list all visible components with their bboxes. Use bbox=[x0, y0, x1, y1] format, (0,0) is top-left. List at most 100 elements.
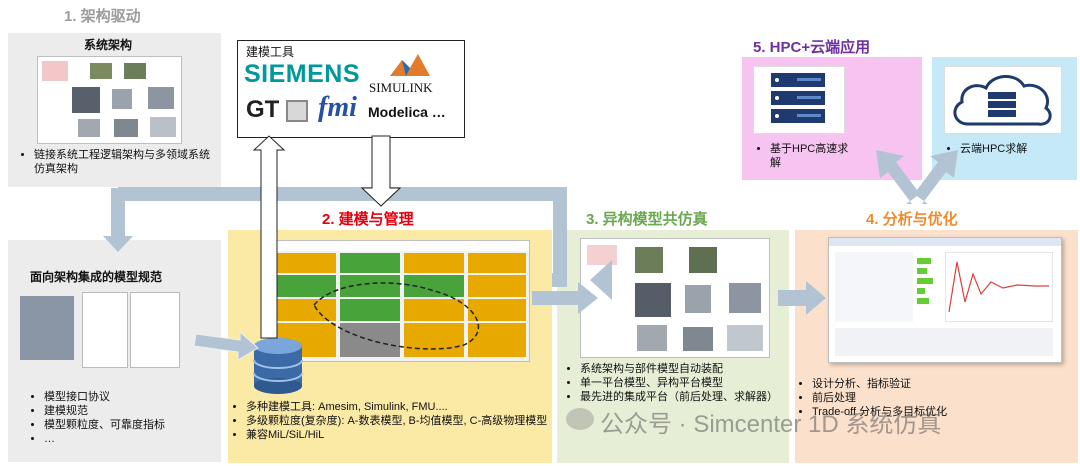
model-tile bbox=[404, 275, 464, 297]
arrow-to-cloud bbox=[914, 150, 958, 204]
model-spec-title: 面向架构集成的模型规范 bbox=[30, 270, 163, 284]
cloud-bullets: 云端HPC求解 bbox=[946, 142, 1071, 156]
model-tile bbox=[404, 253, 464, 273]
model-tile bbox=[468, 299, 526, 321]
bullet-item: 多种建模工具: Amesim, Simulink, FMU.... bbox=[246, 400, 548, 414]
gt-square-icon bbox=[286, 100, 308, 122]
analysis-window-image bbox=[828, 237, 1062, 363]
arch-block bbox=[42, 61, 68, 81]
cloud-icon bbox=[953, 75, 1052, 126]
section1-title: 1. 架构驱动 bbox=[64, 8, 141, 25]
system-arch-title: 系统架构 bbox=[84, 38, 133, 52]
hpc-bullets: 基于HPC高速求解 bbox=[756, 142, 856, 170]
bullet-item: 模型颗粒度、可靠度指标 bbox=[44, 418, 215, 432]
model-spec-image bbox=[20, 290, 180, 370]
model-tile bbox=[468, 275, 526, 297]
arrow-to-hpc bbox=[876, 150, 920, 204]
arch-block bbox=[114, 119, 138, 137]
arrow-tools-to-lib bbox=[360, 135, 402, 207]
arch-block bbox=[112, 89, 132, 109]
response-plot bbox=[945, 252, 1053, 322]
section3-bullets: 系统架构与部件模型自动装配 单一平台模型、异构平台模型 最先进的集成平台（前后处… bbox=[566, 362, 786, 404]
model-tile bbox=[274, 241, 529, 251]
section3-title: 3. 异构模型共仿真 bbox=[586, 211, 708, 228]
database-icon bbox=[253, 338, 303, 394]
wechat-watermark-icon bbox=[566, 408, 594, 430]
model-tile bbox=[276, 275, 336, 297]
section5-title: 5. HPC+云端应用 bbox=[753, 39, 871, 56]
arch-block bbox=[148, 87, 174, 109]
cosim-block bbox=[635, 247, 663, 273]
simulink-icon bbox=[390, 54, 430, 76]
model-library-image bbox=[273, 240, 530, 362]
cosim-block bbox=[727, 325, 763, 351]
spec-doc bbox=[82, 292, 128, 368]
property-rows bbox=[835, 328, 1053, 356]
bullet-item: 多级颗粒度(复杂度): A-数表模型, B-均值模型, C-高级物理模型 bbox=[246, 414, 548, 428]
arrow-down-arch bbox=[103, 188, 133, 252]
model-tile bbox=[468, 253, 526, 273]
arch-block bbox=[124, 63, 146, 79]
bullet-item: 模型接口协议 bbox=[44, 390, 215, 404]
model-tile bbox=[340, 299, 400, 321]
system-arch-image bbox=[37, 56, 182, 144]
arch-block bbox=[78, 119, 100, 137]
cosim-block bbox=[635, 283, 671, 317]
cosim-block bbox=[683, 327, 713, 351]
cosim-block bbox=[637, 325, 667, 351]
section4-title: 4. 分析与优化 bbox=[866, 211, 958, 228]
arrow-spec-to-db bbox=[193, 330, 259, 361]
arrow-head bbox=[590, 260, 612, 300]
section4-bullets: 设计分析、指标验证 前后处理 Trade-off 分析与多目标优化 bbox=[798, 377, 1068, 419]
arrow-lib-to-cosim bbox=[532, 282, 598, 314]
tools-label: 建模工具 bbox=[246, 45, 295, 59]
bullet-item: 基于HPC高速求解 bbox=[770, 142, 856, 170]
model-tile bbox=[276, 253, 336, 273]
dashed-selection-outline bbox=[313, 282, 480, 350]
arrow-cosim-to-analysis bbox=[778, 281, 826, 315]
cosim-block bbox=[685, 285, 711, 313]
green-bar bbox=[917, 278, 933, 284]
green-bar bbox=[917, 298, 929, 304]
bullet-item: Trade-off 分析与多目标优化 bbox=[812, 405, 1068, 419]
bullet-item: … bbox=[44, 432, 215, 446]
bullet-item: 系统架构与部件模型自动装配 bbox=[580, 362, 786, 376]
green-bar bbox=[917, 288, 925, 294]
modelica-logo: Modelica … bbox=[368, 104, 446, 120]
model-tile bbox=[340, 275, 400, 297]
bullet-item: 单一平台模型、异构平台模型 bbox=[580, 376, 786, 390]
bullet-item: 云端HPC求解 bbox=[960, 142, 1071, 156]
list-panel bbox=[835, 252, 913, 322]
bullet-item: 建模规范 bbox=[44, 404, 215, 418]
section2-title: 2. 建模与管理 bbox=[322, 211, 414, 228]
green-bar bbox=[917, 268, 927, 274]
bullet-item: 最先进的集成平台（前后处理、求解器） bbox=[580, 390, 786, 404]
arch-block bbox=[90, 63, 112, 79]
gt-logo: GT bbox=[246, 96, 280, 123]
bullet-item: 兼容MiL/SiL/HiL bbox=[246, 428, 548, 442]
model-tile bbox=[340, 253, 400, 273]
arrow-arch-to-cosim bbox=[118, 187, 567, 287]
watermark-text: 公众号 · Simcenter 1D 系统仿真 bbox=[600, 411, 942, 438]
bullet-item: 前后处理 bbox=[812, 391, 1068, 405]
arch-block bbox=[72, 87, 100, 113]
server-icon bbox=[771, 73, 825, 123]
cosim-block bbox=[689, 247, 717, 273]
spec-doc bbox=[130, 292, 180, 368]
arrow-db-to-tools bbox=[252, 135, 286, 339]
model-tile bbox=[404, 323, 464, 357]
cosim-block bbox=[587, 245, 617, 265]
tools-box bbox=[237, 40, 465, 138]
fmi-logo: fmi bbox=[318, 92, 357, 123]
bullet-item: 链接系统工程逻辑架构与多领域系统仿真架构 bbox=[34, 148, 215, 176]
window-titlebar bbox=[829, 238, 1061, 246]
model-tile bbox=[404, 299, 464, 321]
model-spec-bullets: 模型接口协议 建模规范 模型颗粒度、可靠度指标 … bbox=[30, 390, 215, 446]
section2-bullets: 多种建模工具: Amesim, Simulink, FMU.... 多级颗粒度(… bbox=[232, 400, 548, 442]
cosim-block bbox=[729, 283, 761, 313]
green-bar bbox=[917, 258, 931, 264]
bullet-item: 设计分析、指标验证 bbox=[812, 377, 1068, 391]
simulink-logo: SIMULINK bbox=[369, 80, 433, 95]
system-arch-bullets: 链接系统工程逻辑架构与多领域系统仿真架构 bbox=[20, 148, 215, 176]
